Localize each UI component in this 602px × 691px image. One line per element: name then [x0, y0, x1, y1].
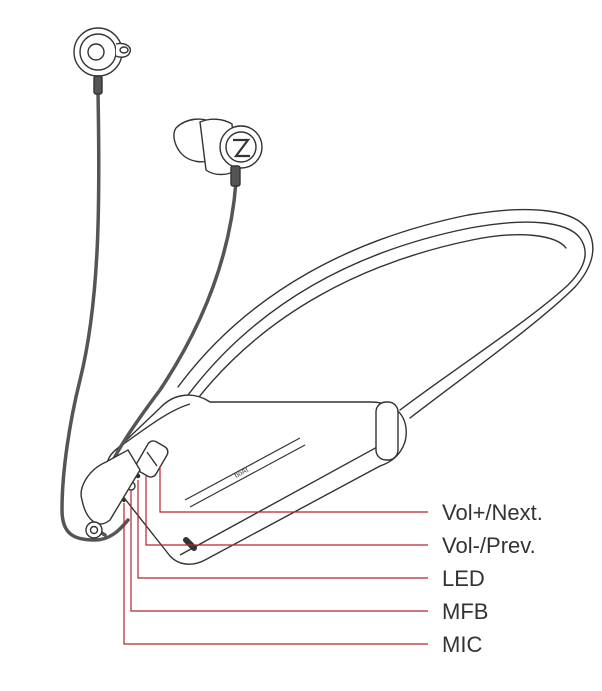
leader-line-mic	[123, 503, 428, 645]
leader-line-led	[137, 480, 428, 579]
pod-cable-stub	[183, 537, 197, 551]
label-mfb: MFB	[442, 599, 488, 624]
leader-line-vol-up	[159, 466, 428, 513]
left-cable	[60, 90, 130, 542]
label-vol-down: Vol-/Prev.	[442, 533, 536, 558]
right-earbud	[173, 118, 263, 187]
leader-line-mfb	[130, 490, 428, 612]
leader-lines	[123, 466, 428, 645]
label-led: LED	[442, 566, 485, 591]
left-pod-end	[80, 449, 141, 539]
volume-rocker-divider	[146, 451, 158, 467]
left-earbud	[73, 27, 131, 95]
brand-logo-icon	[233, 138, 251, 158]
label-mic: MIC	[442, 632, 482, 657]
leader-line-vol-down	[145, 476, 428, 546]
label-vol-up: Vol+/Next.	[442, 500, 543, 525]
neckband	[177, 208, 594, 419]
control-pod	[105, 394, 407, 565]
callout-labels: Vol+/Next. Vol-/Prev. LED MFB MIC	[442, 500, 543, 657]
